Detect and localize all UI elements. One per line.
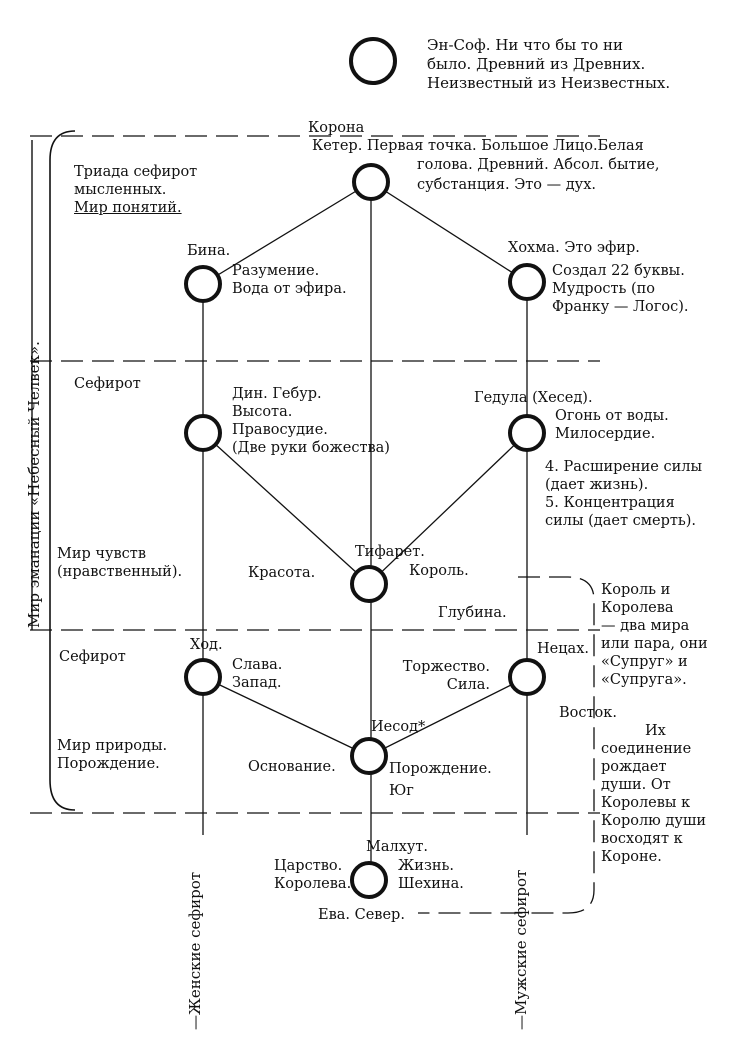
ensof-line-3: Неизвестный из Неизвестных. [427,74,671,92]
union-1: Их [645,723,666,739]
king-queen-5: «Супруг» и [601,654,688,670]
hokhma-circle [508,263,546,301]
forces-line-1: 4. Расширение силы [545,459,703,475]
world-feel-1: Мир чувств [57,546,146,562]
gedula-desc-2: Милосердие. [555,426,656,442]
malkhut-circle [350,861,388,899]
vostok-label: Восток. [559,705,617,721]
keter-hokhma-link [370,181,528,283]
female-sefirot-label: —Женские сефирот [186,871,204,1030]
left-bracket [49,130,76,811]
keter-circle [352,163,390,201]
sefirot-label-1: Сефирот [74,376,141,392]
world-nature-2: Порождение. [57,756,160,772]
union-2: соединение [601,741,692,757]
forces-line-4: силы (дает смерть). [545,513,697,529]
din-circle [184,414,222,452]
yug-label: Юг [389,783,414,799]
korol-label: Король. [409,563,469,579]
tifaret-circle [350,565,388,603]
eva-label: Ева. Север. [318,907,405,923]
king-queen-2: Королева [601,600,674,616]
union-5: Королевы к [601,795,691,811]
union-7: восходят к [601,831,683,847]
world-nature-1: Мир природы. [57,738,168,754]
world-feel-2: (нравственный). [57,564,183,580]
netsakh-desc-2: Сила. [446,677,490,693]
hokhma-desc-1: Создал 22 буквы. [552,263,685,279]
netsakh-circle [508,658,546,696]
din-line-4: (Две руки божества) [232,440,390,456]
bina-circle [184,265,222,303]
keter-line-2: голова. Древний. Абсол. бытие, [417,157,660,173]
male-sefirot-label: —Мужские сефирот [512,869,530,1030]
forces-line-2: (дает жизнь). [545,477,649,493]
triad-line-1: Триада сефирот [74,164,198,180]
zhizn-1: Жизнь. [398,858,455,874]
khod-iesod-link [202,676,370,757]
king-queen-3: — два мира [601,618,690,634]
keter-line-1: Кетер. Первая точка. Большое Лицо.Белая [312,138,644,154]
king-queen-6: «Супруга». [601,672,687,688]
union-3: рождает [601,759,667,775]
krasota-label: Красота. [248,565,316,581]
din-tifaret-link [202,432,370,585]
khod-circle [184,658,222,696]
khod-desc-2: Запад. [232,675,282,691]
khod-desc-1: Слава. [232,657,283,673]
gedula-desc-1: Огонь от воды. [555,408,669,424]
forces-line-3: 5. Концентрация [545,495,675,511]
iesod-label: Иесод* [371,719,426,735]
malkhut-label: Малхут. [366,839,429,855]
tifaret-label: Тифарет. [355,544,425,560]
din-line-1: Дин. Гебур. [232,386,322,402]
sefirot-label-2: Сефирот [59,649,126,665]
gedula-tifaret-link [368,432,528,585]
din-line-3: Правосудие. [232,422,328,438]
osnovanie-label: Основание. [248,759,336,775]
netsakh-title: Нецах. [537,641,589,657]
bina-desc-2: Вода от эфира. [232,281,347,297]
union-8: Короне. [601,849,662,865]
netsakh-iesod-link [368,676,528,757]
gedula-title: Гедула (Хесед). [474,390,593,406]
king-queen-4: или пара, они [601,636,708,652]
tsarstvo-2: Королева. [274,876,352,892]
keter-line-3: субстанция. Это — дух. [417,177,596,193]
bina-title: Бина. [187,243,231,259]
emanation-world-label: Мир эманации «Небесный Челвек». [25,341,43,628]
king-queen-1: Король и [601,582,671,598]
union-6: Королю души [601,813,707,829]
din-line-2: Высота. [232,404,293,420]
union-4: души. От [601,777,671,793]
right-bracket [418,576,595,914]
porozhdenie-label: Порождение. [389,761,492,777]
ensof-line-1: Эн-Соф. Ни что бы то ни [427,36,624,54]
ensof-circle [349,37,397,85]
khod-title: Ход. [190,637,223,653]
glubina-label: Глубина. [438,605,507,621]
netsakh-desc-1: Торжество. [402,659,490,675]
hokhma-desc-2: Мудрость (по [552,281,656,297]
bina-desc-1: Разумение. [232,263,320,279]
triad-line-3: Мир понятий. [74,200,182,216]
korona-label: Корона [308,120,365,136]
triad-line-2: мысленных. [74,182,167,198]
gedula-circle [508,414,546,452]
keter-bina-link [202,181,372,285]
ensof-line-2: было. Древний из Древних. [427,55,646,73]
tsarstvo-1: Царство. [274,858,343,874]
hokhma-title: Хохма. Это эфир. [508,240,640,256]
hokhma-desc-3: Франку — Логос). [552,299,689,315]
zhizn-2: Шехина. [398,876,464,892]
iesod-circle [350,737,388,775]
